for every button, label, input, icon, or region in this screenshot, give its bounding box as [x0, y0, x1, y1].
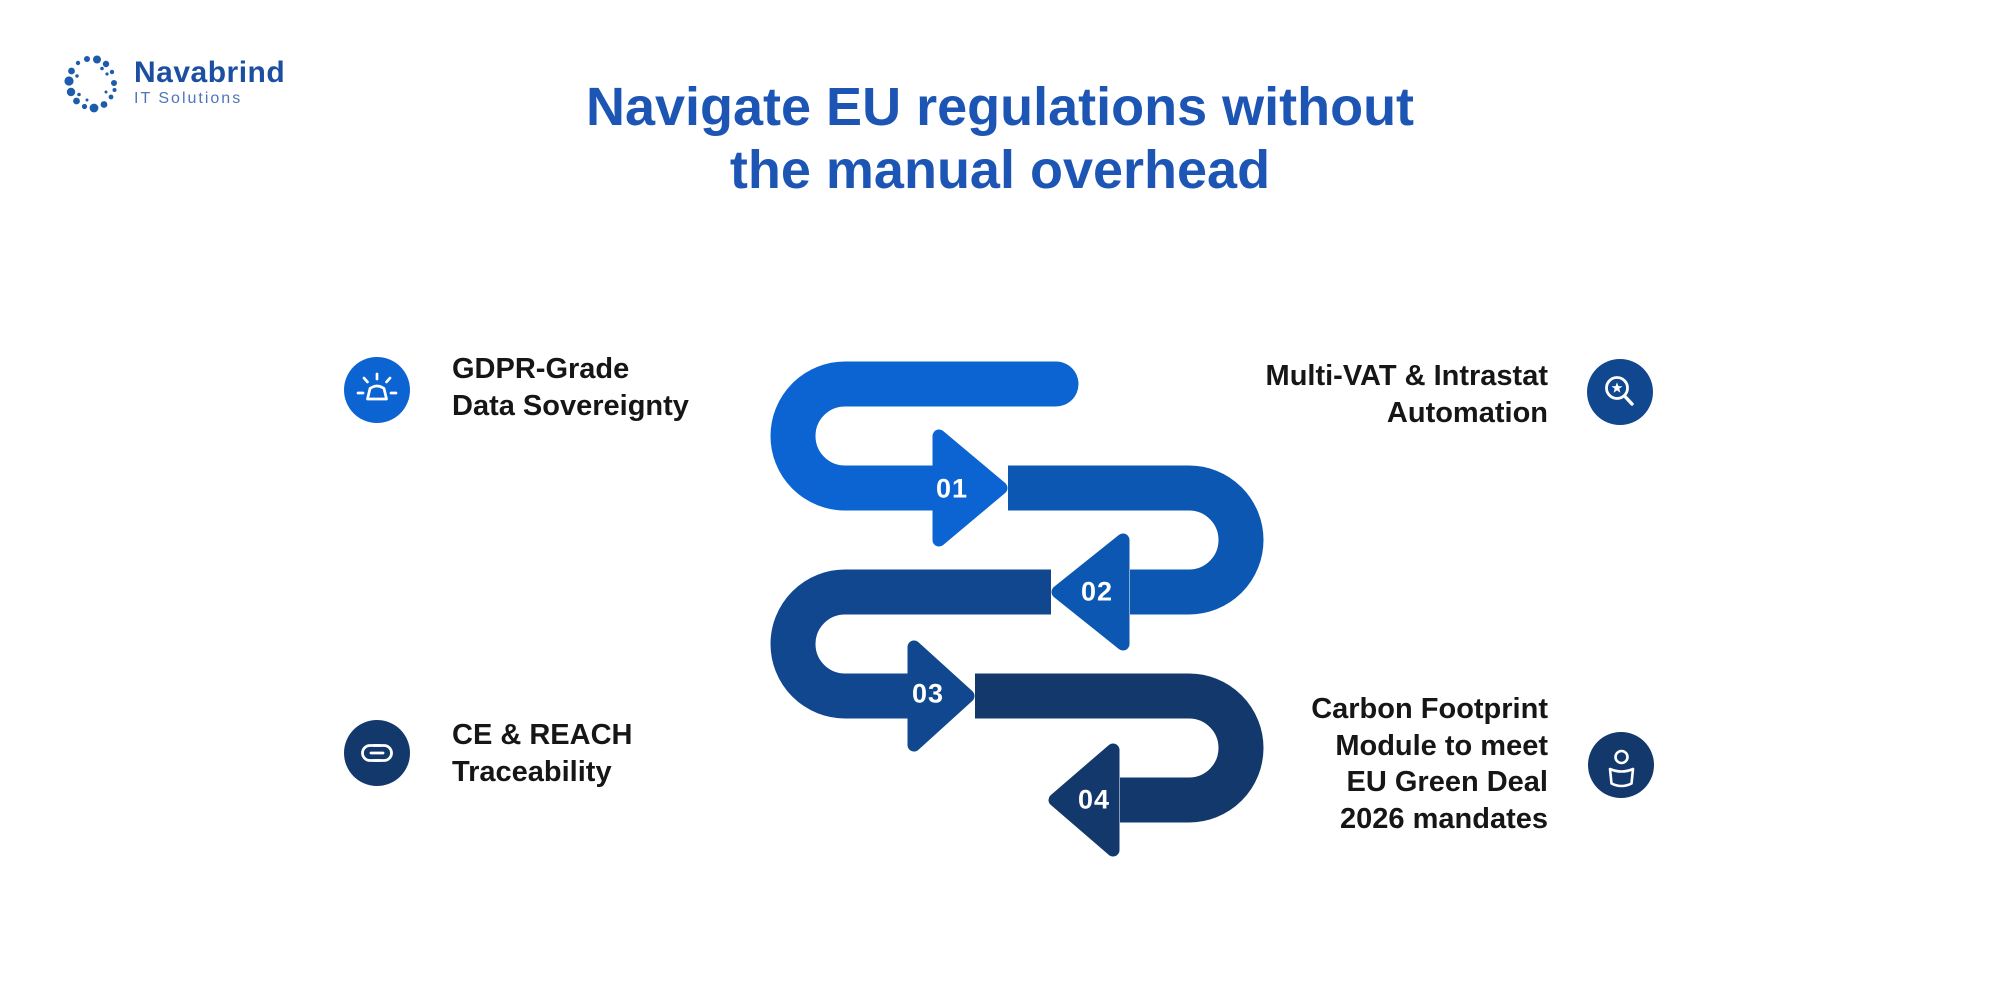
feature-reach-line2: Traceability — [452, 756, 612, 788]
feature-reach-line1: CE & REACH — [452, 719, 633, 751]
feature-gdpr-line1: GDPR-Grade — [452, 353, 630, 385]
step-number-01: 01 — [935, 473, 969, 504]
page-title-line2: the manual overhead — [729, 140, 1271, 200]
feature-gdpr-label: GDPR-Grade Data Sovereignty — [452, 351, 689, 425]
siren-icon — [344, 357, 410, 423]
feature-gdpr-line2: Data Sovereignty — [452, 390, 689, 422]
person-icon — [1588, 732, 1654, 798]
feature-vat-line1: Multi-VAT & Intrastat — [1265, 360, 1548, 392]
feature-carbon-line1: Carbon Footprint — [1311, 693, 1548, 725]
brand-logo-dots-icon — [64, 55, 117, 113]
brand-logo: Navabrind IT Solutions — [62, 52, 285, 114]
feature-carbon-line2: Module to meet — [1335, 729, 1548, 762]
flow-arrowhead-02 — [1051, 533, 1130, 651]
brand-tagline: IT Solutions — [134, 90, 243, 107]
feature-reach-label: CE & REACH Traceability — [452, 717, 632, 791]
flow-arrowhead-04 — [1048, 743, 1120, 857]
feature-vat-label: Multi-VAT & Intrastat Automation — [908, 358, 1548, 432]
flow-segment-4 — [975, 673, 1264, 823]
flow-arrowhead-01 — [932, 429, 1008, 547]
brand-name: Navabrind — [134, 56, 286, 89]
magnifier-star-icon — [1587, 359, 1653, 425]
feature-carbon-line4: 2026 mandates — [1340, 802, 1548, 835]
step-number-04: 04 — [1077, 784, 1111, 815]
brand-logo-text: Navabrind IT Solutions — [134, 57, 285, 109]
page-title-line1: Navigate EU regulations without — [585, 77, 1415, 137]
flow-arrowhead-03 — [907, 640, 975, 752]
flow-segment-2 — [1008, 465, 1264, 615]
feature-carbon-line3: EU Green Deal — [1346, 766, 1548, 798]
flow-segment-3 — [770, 569, 1051, 719]
flow-segment-1 — [770, 361, 1079, 511]
chain-link-icon — [344, 720, 410, 786]
feature-carbon-label: Carbon Footprint Module to meet EU Green… — [908, 691, 1548, 837]
step-number-02: 02 — [1080, 576, 1114, 607]
step-number-03: 03 — [911, 678, 945, 709]
feature-vat-line2: Automation — [1386, 397, 1548, 429]
